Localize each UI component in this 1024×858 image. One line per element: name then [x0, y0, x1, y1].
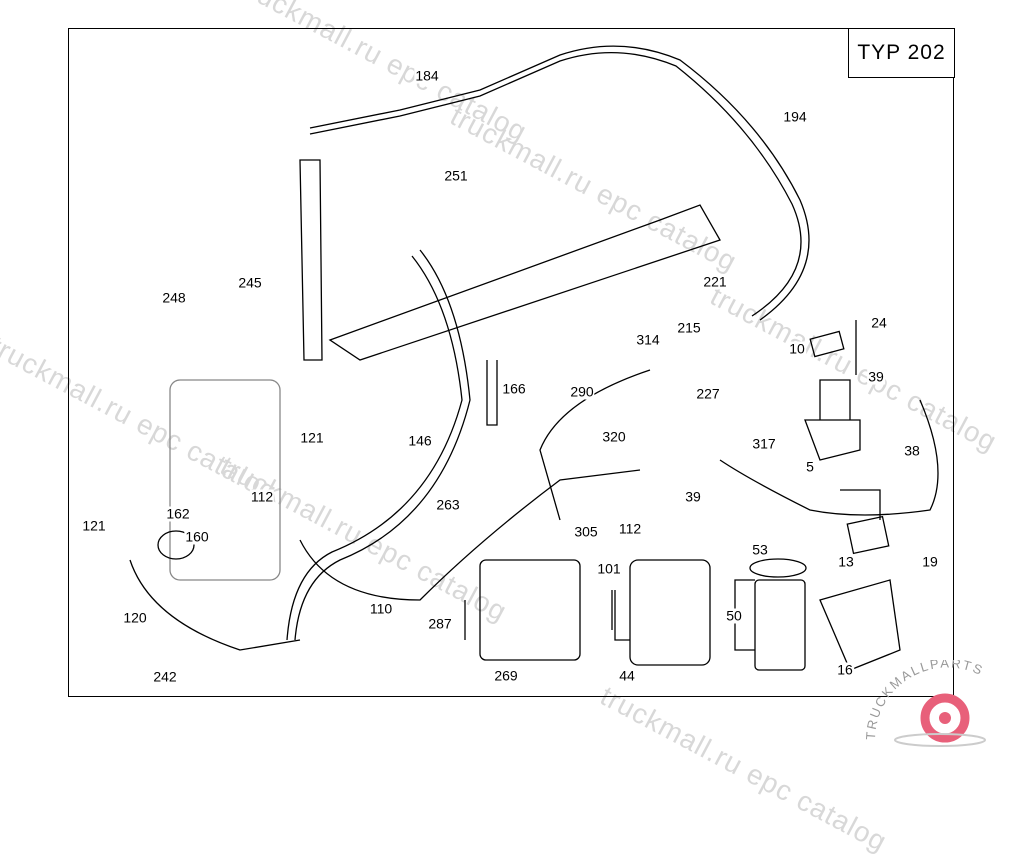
seal-13 — [846, 515, 890, 555]
fuel-rail — [328, 204, 721, 361]
callout-53: 53 — [751, 541, 769, 558]
pump-housing — [169, 379, 281, 581]
callout-227: 227 — [695, 385, 721, 402]
callout-24: 24 — [870, 314, 888, 331]
callout-121b: 121 — [81, 517, 107, 534]
callout-320: 320 — [601, 428, 627, 445]
hose-166 — [486, 360, 498, 426]
callout-166: 166 — [501, 380, 527, 397]
filter-50 — [754, 579, 806, 671]
callout-160: 160 — [184, 528, 210, 545]
callout-215: 215 — [676, 319, 702, 336]
callout-38: 38 — [903, 442, 921, 459]
callout-110: 110 — [368, 600, 394, 617]
callout-290: 290 — [569, 383, 595, 400]
callout-121: 121 — [299, 429, 325, 446]
callout-44: 44 — [618, 667, 636, 684]
line-38 — [719, 399, 939, 516]
callout-39: 39 — [867, 368, 885, 385]
callout-269: 269 — [493, 667, 519, 684]
fuel-line-184-inner — [309, 51, 802, 317]
filter-housing-44 — [629, 559, 711, 666]
callout-287: 287 — [427, 615, 453, 632]
line-146 — [294, 249, 471, 641]
line-290 — [539, 369, 651, 521]
seal-10 — [809, 330, 845, 358]
leader-5 — [840, 489, 881, 520]
cooler-269 — [479, 559, 581, 661]
callout-10: 10 — [788, 340, 806, 357]
callout-112b: 112 — [617, 520, 643, 537]
callout-221: 221 — [702, 273, 728, 290]
callout-16: 16 — [836, 661, 854, 678]
callout-120: 120 — [122, 609, 148, 626]
callout-245: 245 — [237, 274, 263, 291]
thermostat-5 — [804, 379, 861, 461]
oring-160 — [157, 530, 195, 560]
parts-drawing — [129, 45, 939, 671]
line-146-inner — [286, 255, 463, 641]
callout-242: 242 — [152, 668, 178, 685]
callout-162: 162 — [165, 505, 191, 522]
callout-263: 263 — [435, 496, 461, 513]
callout-101: 101 — [596, 560, 622, 577]
diagram-frame — [68, 28, 954, 697]
callout-19: 19 — [921, 553, 939, 570]
type-label: TYP 202 — [848, 28, 955, 78]
callout-314: 314 — [635, 331, 661, 348]
fuel-line-184 — [309, 45, 810, 321]
callout-184: 184 — [414, 67, 440, 84]
callout-112: 112 — [249, 488, 275, 505]
callout-146: 146 — [407, 432, 433, 449]
callout-13: 13 — [837, 553, 855, 570]
leader-44 — [614, 590, 630, 641]
callout-248: 248 — [161, 289, 187, 306]
callout-5: 5 — [805, 458, 815, 475]
callout-50: 50 — [725, 607, 743, 624]
callout-194: 194 — [782, 108, 808, 125]
callout-251: 251 — [443, 167, 469, 184]
line-110 — [299, 469, 641, 601]
line-120 — [129, 559, 301, 651]
injector — [299, 159, 323, 361]
valve-16 — [819, 579, 901, 671]
callout-317: 317 — [751, 435, 777, 452]
seal-53 — [749, 558, 807, 578]
truckmallparts-logo: TRUCKMALLPARTS — [863, 660, 986, 747]
callout-39b: 39 — [684, 488, 702, 505]
callout-305: 305 — [573, 523, 599, 540]
gear-icon — [920, 693, 970, 743]
